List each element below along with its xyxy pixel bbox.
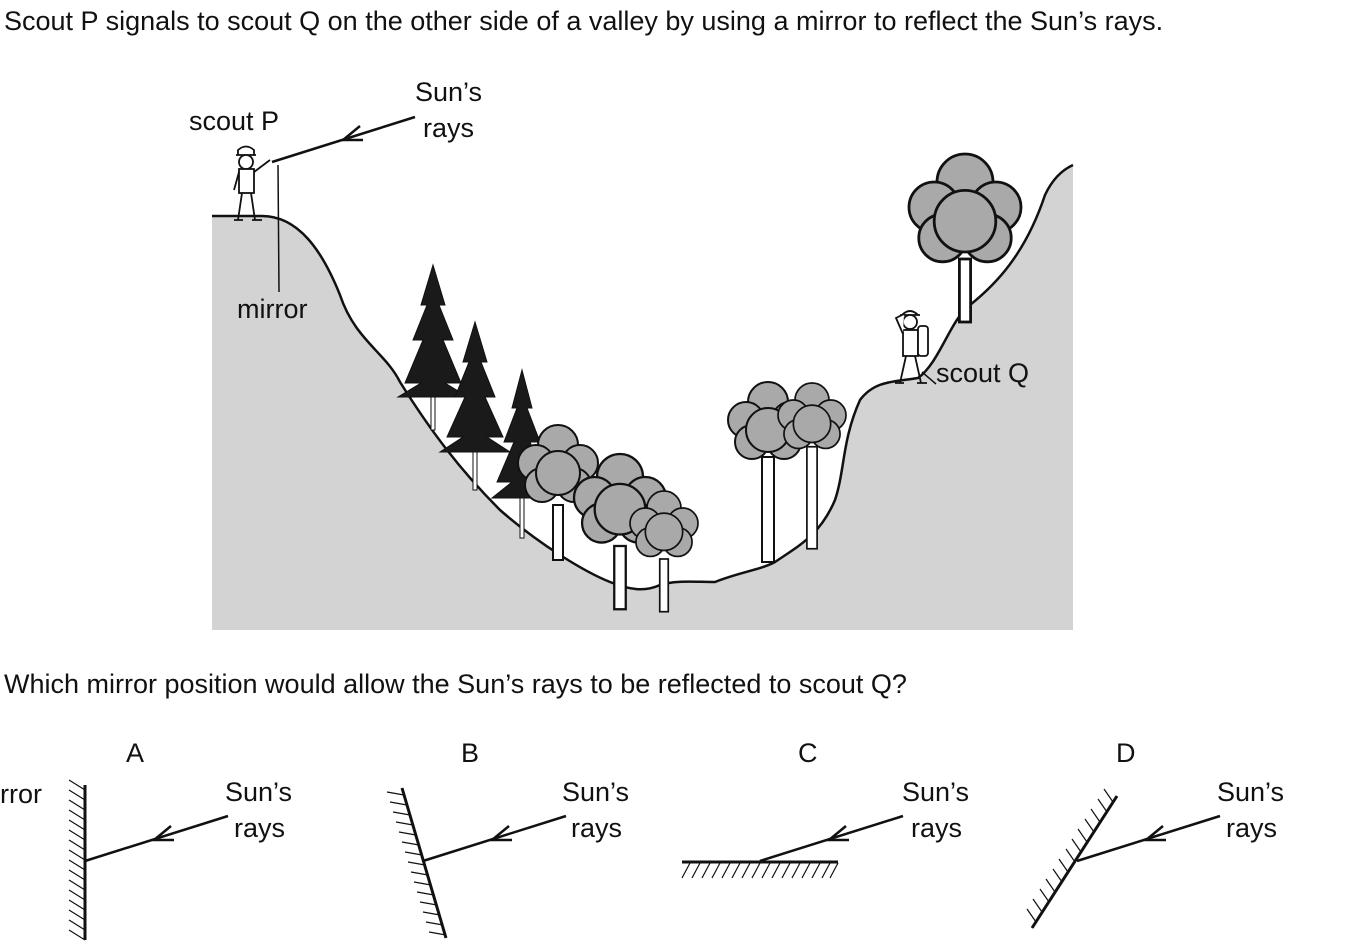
option-mirror-hatching <box>681 862 839 879</box>
option-sun-line1: Sun’s <box>902 777 969 807</box>
deciduous-tree <box>727 381 809 563</box>
deciduous-trees <box>517 152 1023 613</box>
valley-ground <box>212 165 1073 630</box>
option-a: A rror Sun’s rays <box>0 738 292 941</box>
option-mirror-hatching <box>68 779 86 941</box>
option-mirror-hatching <box>386 791 447 936</box>
option-mirror <box>400 787 448 939</box>
label-mirror: mirror <box>237 294 307 324</box>
option-d: D Sun’s rays <box>1026 738 1284 929</box>
scene-mirror <box>277 164 280 293</box>
valley-scene: scout P Sun’s rays mirror scout Q <box>189 77 1074 630</box>
option-sun-line2: rays <box>911 813 962 843</box>
option-mirror-hatching <box>1026 788 1114 923</box>
deciduous-tree <box>517 424 599 561</box>
label-sun-line2: rays <box>423 113 474 143</box>
deciduous-tree <box>777 382 847 550</box>
option-ray-arrowhead <box>150 825 174 842</box>
scout-q-figure <box>894 310 929 384</box>
option-letter: C <box>798 738 818 768</box>
option-b: B Sun’s rays <box>386 738 629 939</box>
deciduous-tree <box>629 490 699 613</box>
question-intro: Scout P signals to scout Q on the other … <box>4 6 1164 36</box>
conifer-tree <box>396 263 470 431</box>
option-side-text: rror <box>0 779 42 809</box>
deciduous-tree <box>572 452 668 611</box>
scene-sun-ray-arrowhead <box>339 125 363 142</box>
conifer-tree <box>438 320 512 491</box>
scout-q-pointer <box>921 371 937 385</box>
option-sun-line1: Sun’s <box>225 777 292 807</box>
option-sun-line2: rays <box>234 813 285 843</box>
option-ray-arrowhead <box>488 825 512 842</box>
scout-p-figure <box>233 145 271 221</box>
option-ray-arrowhead <box>1142 825 1166 842</box>
option-letter: A <box>126 738 144 768</box>
option-ray-arrowhead <box>825 825 849 842</box>
option-sun-line2: rays <box>571 813 622 843</box>
option-sun-line1: Sun’s <box>1217 777 1284 807</box>
option-sun-line1: Sun’s <box>562 777 629 807</box>
label-scout-q: scout Q <box>936 358 1029 388</box>
option-letter: D <box>1116 738 1136 768</box>
option-sun-line2: rays <box>1226 813 1277 843</box>
option-c: C Sun’s rays <box>681 738 969 879</box>
deciduous-tree <box>907 152 1023 324</box>
option-letter: B <box>461 738 479 768</box>
label-scout-p: scout P <box>189 106 279 136</box>
label-sun-line1: Sun’s <box>415 77 482 107</box>
question-prompt: Which mirror position would allow the Su… <box>4 669 907 699</box>
